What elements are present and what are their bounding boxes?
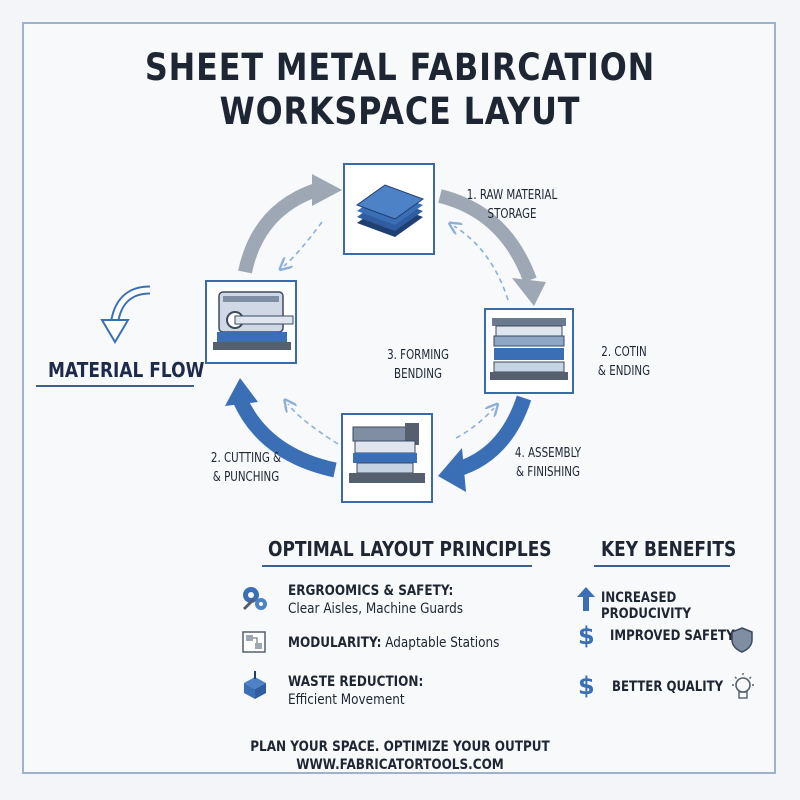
label-forming-bending: 3. FORMING BENDING <box>387 348 449 382</box>
label-raw-material: 1. RAW MATERIAL STORAGE <box>466 188 558 222</box>
recycle-box-icon <box>244 671 266 699</box>
gears-icon <box>242 587 267 611</box>
principle-body-waste: Efficient Movement <box>288 692 405 708</box>
material-flow-arrow-icon <box>100 285 151 344</box>
principles-underline <box>262 565 532 567</box>
sheet-stack-icon <box>355 184 425 237</box>
gray-arrow-top-right <box>438 189 546 306</box>
benefit-productivity: INCREASED PRODUCIVITY <box>601 590 692 622</box>
material-flow-label: MATERIAL FLOW <box>48 358 205 382</box>
dashed-arrow-4 <box>288 404 339 445</box>
dashed-arrow-2 <box>454 226 509 301</box>
benefit-safety: IMPROVED SAFETY <box>610 628 735 644</box>
station-raw-material[interactable] <box>343 163 435 255</box>
footer-tagline: PLAN YOUR SPACE. OPTIMIZE YOUR OUTPUT <box>250 739 550 755</box>
benefits-underline <box>594 565 730 567</box>
layout-icon <box>242 631 266 653</box>
blue-arrow-bottom-left <box>225 378 337 478</box>
gray-arrow-top-left <box>238 174 342 274</box>
benefits-title: KEY BENEFITS <box>601 537 737 561</box>
bending-machine-icon <box>349 423 425 483</box>
principle-body-ergonomics: Clear Aisles, Machine Guards <box>288 601 464 617</box>
principle-head-ergonomics: ERGROOMICS & SAFETY: <box>288 583 454 599</box>
principles-title: OPTIMAL LAYOUT PRINCIPLES <box>268 537 552 561</box>
label-assembly: 4. ASSEMBLY & FINISHING <box>514 446 582 480</box>
page-title-line1: SHEET METAL FABIRCATION <box>144 46 656 89</box>
lightbulb-icon <box>732 673 754 699</box>
material-flow-underline <box>36 385 194 387</box>
station-assembly[interactable] <box>341 413 433 503</box>
principle-item-waste: WASTE REDUCTION: Efficient Movement <box>288 673 423 709</box>
punch-machine-icon <box>213 291 294 350</box>
label-cutting-punching: 2. CUTTING & & PUNCHING <box>210 451 282 485</box>
dollar-icon: $ <box>578 622 595 650</box>
poster-frame <box>22 22 776 774</box>
principle-head-waste: WASTE REDUCTION: <box>288 674 424 690</box>
dashed-arrow-3 <box>455 408 494 439</box>
shield-icon <box>731 627 753 653</box>
station-cotin-ending[interactable] <box>484 308 574 394</box>
principle-body-modularity: Adaptable Stations <box>385 635 500 651</box>
label-cotin-ending: 2. COTIN & ENDING <box>597 345 651 379</box>
page-title-line2: WORKSPACE LAYUT <box>219 90 581 133</box>
principle-head-modularity: MODULARITY: <box>288 635 382 651</box>
principle-item-modularity: MODULARITY: Adaptable Stations <box>288 634 499 652</box>
dollar-icon-2: $ <box>578 672 595 700</box>
arrow-up-icon <box>577 587 595 611</box>
principle-item-ergonomics: ERGROOMICS & SAFETY: Clear Aisles, Machi… <box>288 582 463 618</box>
dashed-arrow-1 <box>284 221 323 266</box>
blue-arrow-bottom-right <box>438 395 532 492</box>
station-cutting-punching[interactable] <box>205 280 297 364</box>
benefit-quality: BETTER QUALITY <box>612 679 724 695</box>
press-machine-icon <box>490 318 568 380</box>
footer-url[interactable]: WWW.FABRICATORTOOLS.COM <box>296 757 504 773</box>
